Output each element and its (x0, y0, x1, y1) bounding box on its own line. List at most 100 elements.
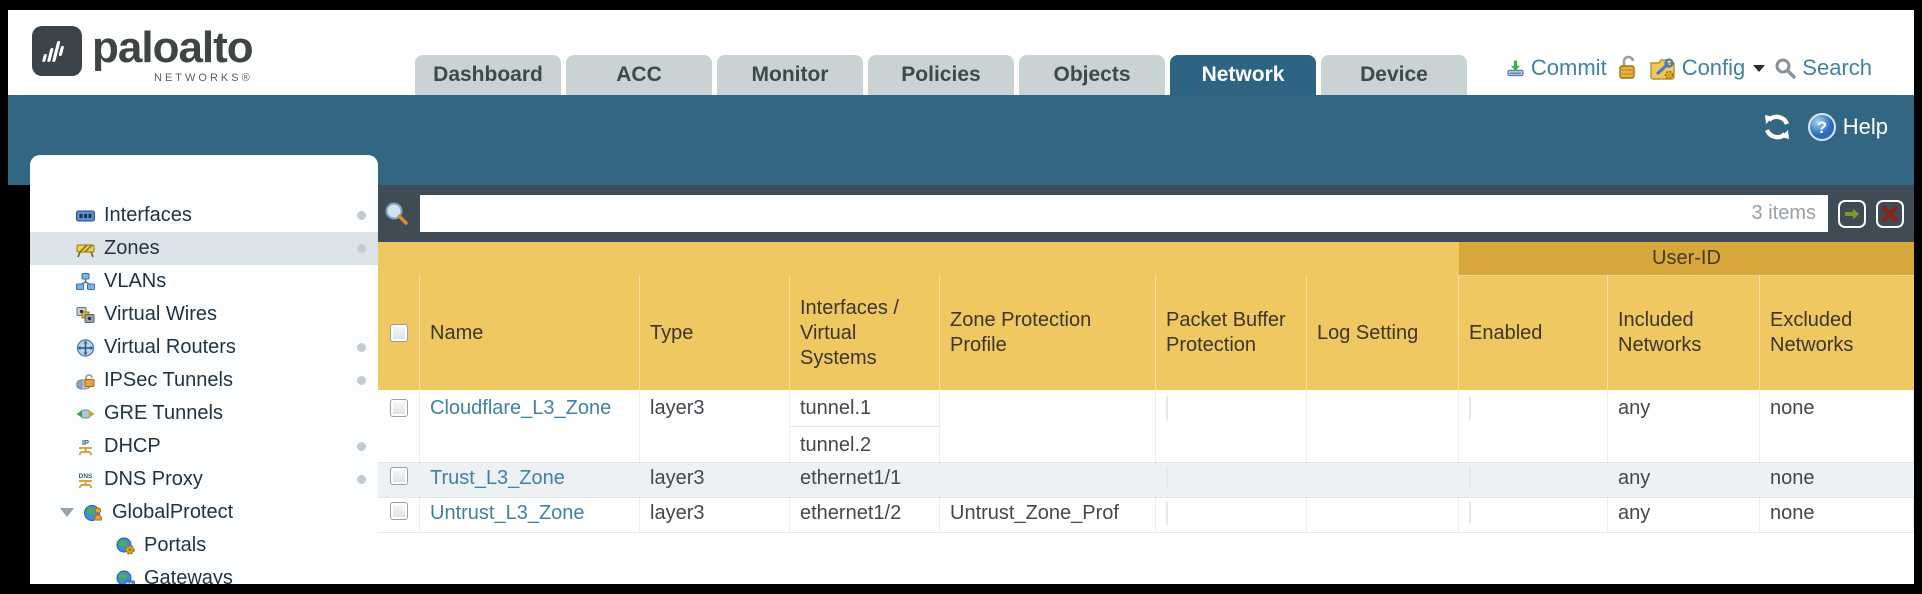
virtual-wires-icon (76, 306, 95, 323)
expand-triangle-icon[interactable] (60, 508, 74, 517)
table-row: Cloudflare_L3_Zone layer3 tunnel.1 tunne… (378, 390, 1914, 463)
zone-interfaces-cell: tunnel.1 tunnel.2 (790, 390, 940, 462)
tab-network[interactable]: Network (1170, 55, 1316, 95)
sidebar-item-zones[interactable]: Zones (30, 232, 378, 265)
tab-monitor[interactable]: Monitor (717, 55, 863, 95)
table-row: Trust_L3_Zone layer3 ethernet1/1 any non… (378, 463, 1914, 498)
zone-protection-profile-cell (940, 390, 1156, 462)
sidebar-item-gre-tunnels[interactable]: GRE Tunnels (30, 397, 378, 430)
column-header-log-setting[interactable]: Log Setting (1307, 276, 1459, 390)
column-header-packet-buffer-protection[interactable]: Packet Buffer Protection (1156, 276, 1307, 390)
userid-group-header: User-ID (1459, 242, 1914, 276)
zone-type-cell: layer3 (640, 390, 790, 462)
sidebar-item-label: Interfaces (104, 204, 192, 226)
sidebar-item-label: DNS Proxy (104, 468, 203, 490)
included-networks-cell: any (1608, 463, 1760, 497)
column-header-type[interactable]: Type (640, 276, 790, 390)
tab-policies[interactable]: Policies (868, 55, 1014, 95)
item-dot (357, 442, 366, 451)
column-header-enabled[interactable]: Enabled (1459, 276, 1608, 390)
column-header-included-networks[interactable]: Included Networks (1608, 276, 1760, 390)
sidebar-item-virtual-wires[interactable]: Virtual Wires (30, 298, 378, 331)
zone-name-link[interactable]: Trust_L3_Zone (430, 467, 565, 489)
sidebar-item-label: Virtual Routers (104, 336, 236, 358)
help-label: Help (1842, 114, 1888, 139)
sidebar-item-label: Zones (104, 237, 160, 259)
filter-input[interactable] (420, 195, 1828, 232)
excluded-networks-cell: none (1760, 498, 1914, 532)
global-search-button[interactable]: Search (1774, 55, 1872, 81)
packet-buffer-checkbox[interactable] (1166, 466, 1168, 490)
zones-table-header: User-ID Name Type Interfaces / Virtual S… (378, 242, 1914, 390)
green-arrow-icon (1845, 208, 1859, 219)
soundbars-icon (42, 41, 64, 62)
packet-buffer-checkbox[interactable] (1166, 396, 1168, 420)
apply-filter-button[interactable] (1838, 199, 1866, 228)
svg-text:IP: IP (82, 438, 89, 447)
sidebar-item-vlans[interactable]: VLANs (30, 265, 378, 298)
table-empty-area (378, 533, 1914, 584)
globalprotect-icon (84, 504, 103, 521)
tab-objects[interactable]: Objects (1019, 55, 1165, 95)
sidebar-item-dns-proxy[interactable]: DNS DNS Proxy (30, 463, 378, 496)
clear-filter-button[interactable] (1876, 199, 1904, 228)
commit-icon (1507, 60, 1524, 77)
column-header-excluded-networks[interactable]: Excluded Networks (1770, 309, 1854, 356)
item-dot (357, 343, 366, 352)
column-header-interfaces[interactable]: Interfaces / Virtual Systems (790, 276, 940, 390)
row-checkbox[interactable] (389, 399, 408, 417)
log-setting-cell (1307, 390, 1459, 462)
column-header-name[interactable]: Name (420, 276, 640, 390)
userid-enabled-checkbox[interactable] (1469, 396, 1471, 420)
tab-dashboard[interactable]: Dashboard (415, 55, 561, 95)
item-dot (357, 376, 366, 385)
table-row: Untrust_L3_Zone layer3 ethernet1/2 Untru… (378, 498, 1914, 533)
item-dot (357, 244, 366, 253)
refresh-icon[interactable] (1761, 111, 1793, 143)
sidebar-item-portals[interactable]: Portals (30, 529, 378, 562)
sidebar-item-ipsec-tunnels[interactable]: IPSec Tunnels (30, 364, 378, 397)
select-all-checkbox[interactable] (389, 324, 408, 342)
tab-acc[interactable]: ACC (566, 55, 712, 95)
brand-name: paloalto (92, 23, 254, 72)
zone-name-link[interactable]: Cloudflare_L3_Zone (430, 397, 612, 419)
item-dot (357, 475, 366, 484)
zone-type-cell: layer3 (640, 498, 790, 532)
userid-enabled-checkbox[interactable] (1469, 501, 1471, 525)
column-header-zone-protection-profile[interactable]: Zone Protection Profile (940, 276, 1156, 390)
sidebar-item-gateways[interactable]: Gateways (30, 562, 378, 584)
excluded-networks-cell: none (1760, 390, 1914, 462)
network-sidebar: Interfaces Zones VLANs (30, 155, 378, 584)
config-menu-button[interactable]: Config (1649, 55, 1766, 81)
row-checkbox[interactable] (389, 502, 408, 520)
select-all-cell (378, 276, 420, 390)
packet-buffer-checkbox[interactable] (1166, 501, 1168, 525)
sidebar-item-dhcp[interactable]: IP DHCP (30, 430, 378, 463)
sidebar-item-label: Gateways (144, 567, 233, 584)
config-icon (1649, 57, 1675, 80)
search-label: Search (1802, 55, 1872, 80)
excluded-networks-cell: none (1760, 463, 1914, 497)
tab-device[interactable]: Device (1321, 55, 1467, 95)
header-actions: Commit Config (1506, 55, 1872, 81)
zone-interfaces-cell: ethernet1/1 (790, 463, 940, 497)
sidebar-item-globalprotect[interactable]: GlobalProtect (30, 496, 378, 529)
interfaces-icon (76, 210, 95, 221)
sidebar-item-label: Virtual Wires (104, 303, 217, 325)
gateways-icon (116, 570, 135, 584)
help-button[interactable]: ? Help (1807, 112, 1888, 142)
sidebar-item-interfaces[interactable]: Interfaces (30, 199, 378, 232)
chevron-down-icon (1753, 64, 1766, 72)
lock-icon[interactable] (1616, 55, 1640, 81)
zones-content: 3 items User-ID Name Type Interfaces / V… (378, 185, 1914, 584)
row-checkbox[interactable] (389, 467, 408, 485)
userid-enabled-checkbox[interactable] (1469, 466, 1471, 490)
sidebar-item-virtual-routers[interactable]: Virtual Routers (30, 331, 378, 364)
zone-name-link[interactable]: Untrust_L3_Zone (430, 502, 585, 524)
svg-text:?: ? (1817, 118, 1827, 137)
filter-bar: 3 items (378, 185, 1914, 242)
commit-button[interactable]: Commit (1506, 55, 1607, 81)
zones-table-body: Cloudflare_L3_Zone layer3 tunnel.1 tunne… (378, 390, 1914, 533)
portals-icon (116, 537, 135, 555)
log-setting-cell (1307, 498, 1459, 532)
